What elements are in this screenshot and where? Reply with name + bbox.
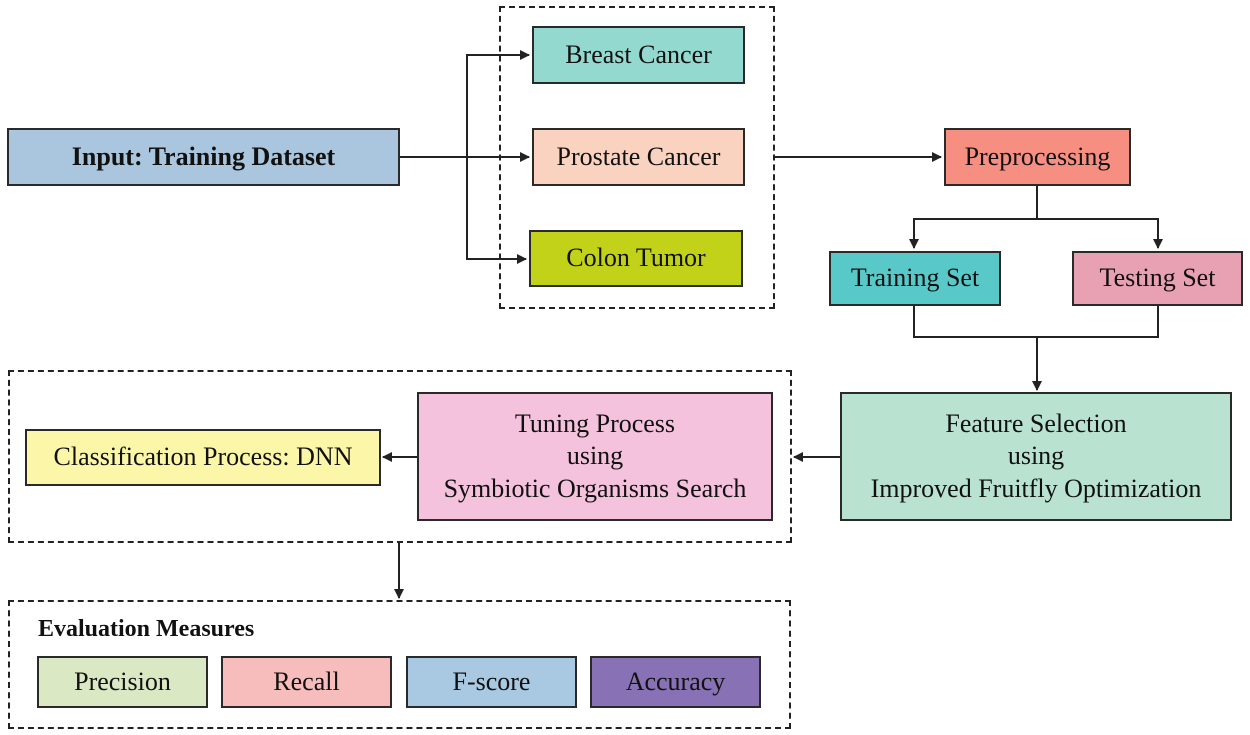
training-set-box: Training Set	[829, 251, 1001, 306]
tuning-line-1: Tuning Process	[514, 408, 676, 438]
preprocessing-box: Preprocessing	[944, 128, 1131, 186]
fscore-box: F-score	[406, 656, 577, 708]
feature-line-3: Improved Fruitfly Optimization	[870, 473, 1202, 503]
precision-box: Precision	[37, 656, 208, 708]
breast-cancer-box: Breast Cancer	[532, 26, 745, 84]
merge-line	[913, 306, 1159, 338]
tuning-process-box: Tuning Process using Symbiotic Organisms…	[417, 392, 773, 521]
evaluation-title: Evaluation Measures	[38, 616, 255, 642]
recall-box: Recall	[221, 656, 392, 708]
feature-line-1: Feature Selection	[945, 408, 1127, 438]
prostate-cancer-box: Prostate Cancer	[532, 128, 745, 186]
classification-process-box: Classification Process: DNN	[25, 429, 381, 486]
feature-line-2: using	[1007, 441, 1065, 471]
dataset-group	[499, 6, 775, 309]
feature-selection-box: Feature Selection using Improved Fruitfl…	[840, 392, 1232, 521]
arrow-input-to-breast	[466, 50, 530, 157]
input-training-dataset: Input: Training Dataset	[7, 128, 400, 186]
model-group	[8, 370, 792, 543]
accuracy-box: Accuracy	[590, 656, 761, 708]
colon-tumor-box: Colon Tumor	[529, 230, 743, 287]
tuning-line-2: using	[566, 441, 624, 471]
arrow-to-testing-set	[1037, 218, 1163, 249]
tuning-line-3: Symbiotic Organisms Search	[443, 473, 747, 503]
testing-set-box: Testing Set	[1072, 251, 1243, 306]
arrow-input-to-colon	[466, 157, 527, 264]
evaluation-group	[8, 600, 791, 729]
arrow-to-training-set	[909, 186, 1038, 249]
